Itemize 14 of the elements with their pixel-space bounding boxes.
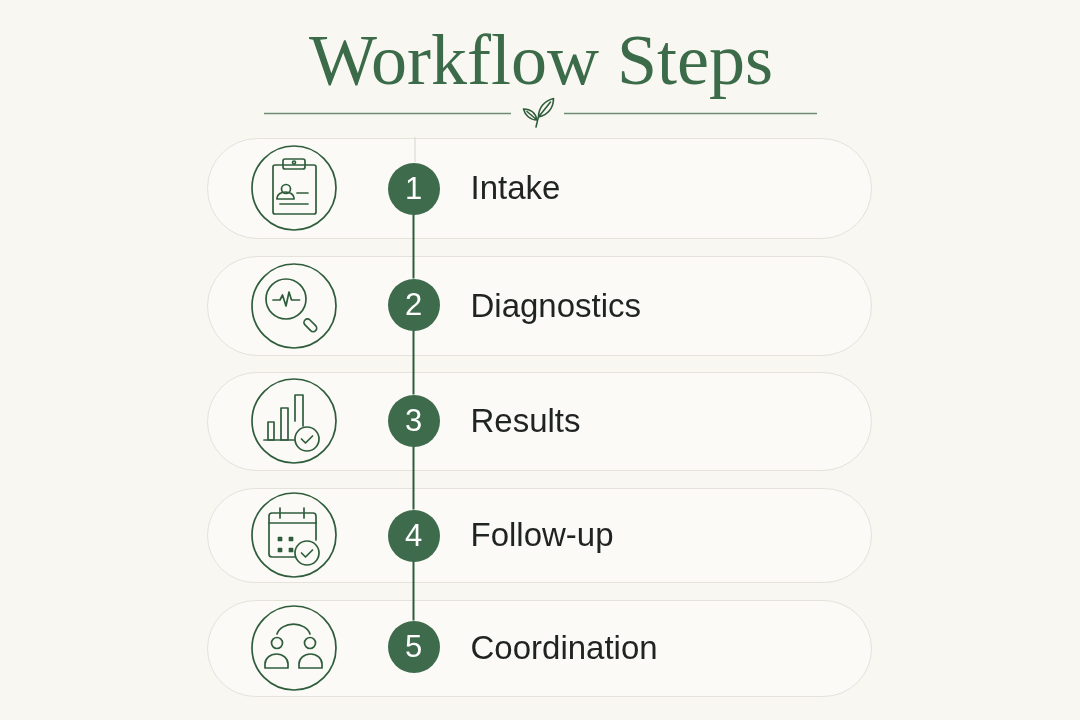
step-label: Follow-up <box>470 515 614 555</box>
step-label: Coordination <box>470 628 658 668</box>
step-label: Diagnostics <box>470 285 642 326</box>
step-label: Results <box>470 401 581 441</box>
step-number-circle: 3 <box>387 394 440 447</box>
connector-line <box>412 213 415 280</box>
step-number-circle: 2 <box>387 278 440 331</box>
connector-line <box>412 445 415 511</box>
step-number-circle: 1 <box>387 162 440 215</box>
step-label: Intake <box>470 168 561 208</box>
step-number-circle: 5 <box>387 620 440 673</box>
step-number-circle: 4 <box>387 509 440 562</box>
connector-line <box>412 560 415 622</box>
connector-line <box>412 329 415 396</box>
